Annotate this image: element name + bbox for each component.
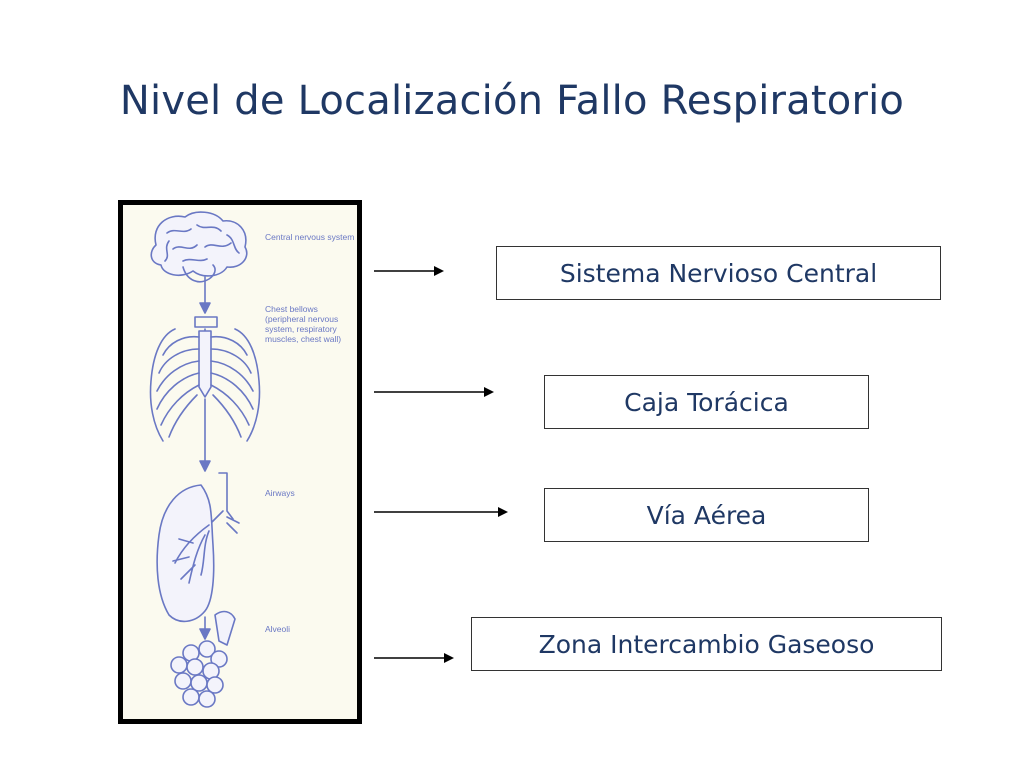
arrow-right-icon — [374, 266, 444, 276]
arrow-right-icon — [374, 387, 494, 397]
level-box-caja-toracica: Caja Torácica — [544, 375, 869, 429]
caption-chest-bellows: Chest bellows (peripheral nervous system… — [265, 304, 342, 344]
arrow-right-icon — [374, 653, 454, 663]
caption-central-nervous-system: Central nervous system — [265, 232, 355, 242]
anatomy-drawing — [149, 211, 261, 708]
respiratory-anatomy-illustration: Central nervous system Chest bellows (pe… — [118, 200, 362, 724]
rib-cage-icon — [149, 316, 261, 442]
lungs-icon — [156, 472, 240, 623]
caption-airways: Airways — [265, 488, 295, 498]
caption-alveoli: Alveoli — [265, 624, 291, 634]
page-title: Nivel de Localización Fallo Respiratorio — [119, 78, 905, 124]
arrow-right-icon — [374, 507, 508, 517]
level-box-sistema-nervioso-central: Sistema Nervioso Central — [496, 246, 941, 300]
level-box-via-aerea: Vía Aérea — [544, 488, 869, 542]
alveoli-icon — [170, 610, 236, 708]
brain-icon — [150, 211, 248, 283]
level-box-zona-intercambio-gaseoso: Zona Intercambio Gaseoso — [471, 617, 942, 671]
